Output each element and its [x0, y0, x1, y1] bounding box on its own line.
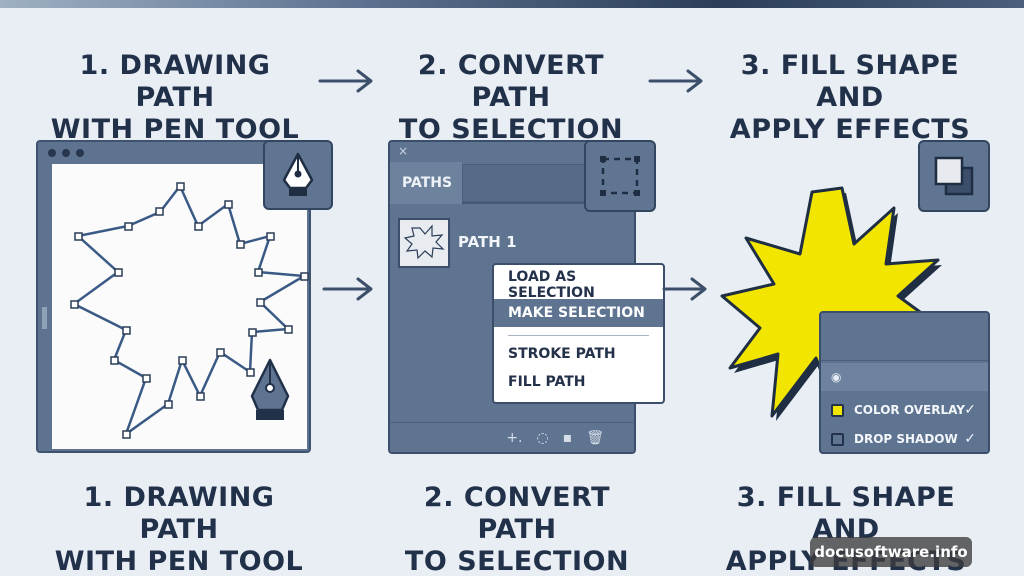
- step-3-title-top: 3. FILL SHAPE AND APPLY EFFECTS: [712, 50, 988, 146]
- step-2-title-top: 2. CONVERT PATH TO SELECTION: [380, 50, 642, 146]
- tab-paths[interactable]: PATHS: [390, 162, 462, 204]
- step-1-line-2: WITH PEN TOOL: [50, 114, 300, 145]
- window-dot-icon: [48, 149, 56, 157]
- arrow-right-icon: [662, 277, 707, 301]
- arrow-right-icon: [318, 69, 373, 93]
- step-2-line-2: TO SELECTION: [398, 114, 624, 145]
- pen-tool-icon: [282, 152, 314, 196]
- menu-separator: [508, 335, 649, 336]
- window-dot-icon: [62, 149, 70, 157]
- window-dot-icon: [76, 149, 84, 157]
- color-swatch: [831, 432, 844, 446]
- top-gradient-bar: [0, 0, 1024, 8]
- menu-item-stroke-path[interactable]: STROKE PATH: [508, 346, 616, 362]
- step-1-title-bottom: 1. DRAWING PATH WITH PEN TOOL: [44, 482, 314, 576]
- step-1-line-1: 1. DRAWING PATH: [83, 482, 275, 545]
- step-2-title-bottom: 2. CONVERT PATH TO SELECTION: [382, 482, 652, 576]
- arrow-right-icon: [648, 69, 703, 93]
- menu-item-fill-path[interactable]: FILL PATH: [508, 374, 586, 390]
- effect-label: COLOR OVERLAY: [854, 403, 965, 417]
- layer-effects-panel: ◉ COLOR OVERLAY ✓ DROP SHADOW ✓: [819, 311, 990, 454]
- panel-footer: +. ◌ ▪ 🗑: [390, 422, 634, 452]
- step-2-line-2: TO SELECTION: [404, 546, 630, 576]
- anchor-points: [70, 182, 309, 439]
- step-3-line-2: APPLY EFFECTS: [729, 114, 971, 145]
- selection-tool-button[interactable]: [584, 140, 656, 212]
- new-path-icon[interactable]: +.: [506, 429, 523, 446]
- effect-color-overlay[interactable]: COLOR OVERLAY ✓: [821, 395, 988, 425]
- color-swatch: [831, 403, 844, 417]
- marquee-selection-icon: [600, 156, 640, 196]
- context-menu: LOAD AS SELECTION MAKE SELECTION STROKE …: [492, 263, 665, 404]
- mask-icon[interactable]: ▪: [562, 429, 573, 446]
- path-name: PATH 1: [458, 233, 517, 251]
- step-3-line-1: 3. FILL SHAPE AND: [740, 50, 960, 113]
- pen-cursor-icon: [250, 358, 290, 420]
- checkmark-icon[interactable]: ✓: [964, 402, 976, 418]
- step-1-title-top: 1. DRAWING PATH WITH PEN TOOL: [40, 50, 310, 146]
- menu-item-make-selection[interactable]: MAKE SELECTION: [494, 299, 663, 327]
- path-row[interactable]: PATH 1: [390, 208, 634, 280]
- layer-effects-icon: [934, 156, 974, 196]
- effects-tool-button[interactable]: [918, 140, 990, 212]
- eye-icon[interactable]: ◉: [831, 370, 842, 384]
- step-1-line-1: 1. DRAWING PATH: [79, 50, 271, 113]
- window-titlebar: [38, 142, 309, 164]
- star-thumbnail-icon: [403, 224, 445, 260]
- scroll-handle[interactable]: [42, 307, 47, 329]
- pen-tool-button[interactable]: [263, 140, 333, 210]
- step-2-line-1: 2. CONVERT PATH: [423, 482, 611, 545]
- effect-label: DROP SHADOW: [854, 432, 958, 446]
- path-thumbnail: [398, 218, 450, 268]
- checkmark-icon[interactable]: ✓: [964, 431, 976, 447]
- load-selection-icon[interactable]: ◌: [536, 429, 549, 446]
- effects-visibility-row[interactable]: ◉: [821, 363, 988, 391]
- drawing-canvas[interactable]: [52, 164, 309, 449]
- effects-panel-header: [821, 313, 988, 361]
- menu-item-load-as-selection[interactable]: LOAD AS SELECTION: [508, 269, 595, 301]
- trash-icon[interactable]: 🗑: [586, 429, 604, 446]
- watermark: docusoftware.info: [810, 537, 972, 567]
- effect-drop-shadow[interactable]: DROP SHADOW ✓: [821, 424, 988, 454]
- step-2-line-1: 2. CONVERT PATH: [417, 50, 605, 113]
- path-outline: [70, 182, 309, 439]
- close-icon[interactable]: ×: [398, 144, 409, 158]
- arrow-right-icon: [322, 277, 373, 301]
- step-1-line-2: WITH PEN TOOL: [54, 546, 304, 576]
